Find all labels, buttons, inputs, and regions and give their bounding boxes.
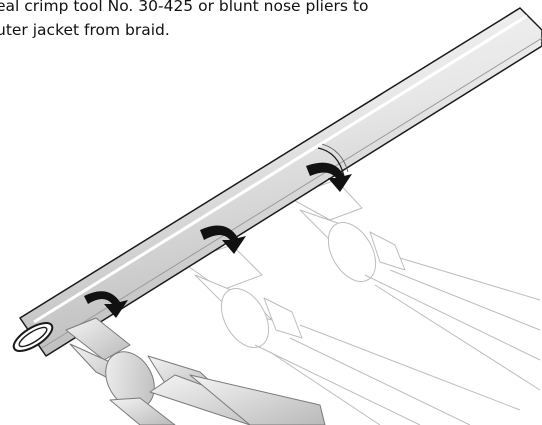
curved-arrow-icon (84, 291, 128, 318)
instruction-line-2: uter jacket from braid. (0, 21, 170, 39)
instruction-text: eal crimp tool No. 30-425 or blunt nose … (0, 0, 368, 42)
crimp-arrows (84, 162, 352, 318)
cable-end (12, 322, 54, 352)
curved-arrow-icon (306, 162, 352, 192)
instruction-line-1: eal crimp tool No. 30-425 or blunt nose … (0, 0, 369, 15)
faded-pliers-middle (181, 244, 521, 425)
curved-arrow-icon (200, 225, 246, 254)
faded-pliers-far (287, 179, 541, 391)
solid-pliers (65, 317, 326, 425)
cable-tube (12, 7, 542, 357)
